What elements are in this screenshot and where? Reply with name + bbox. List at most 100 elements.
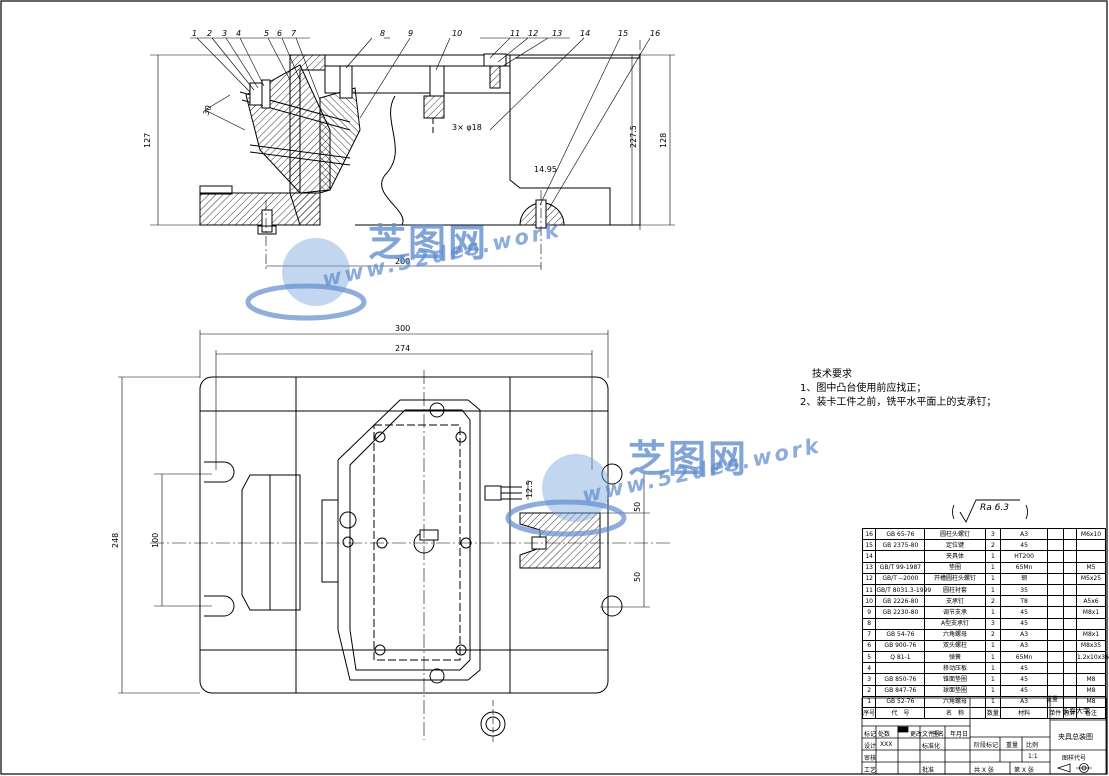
tb-design-name: XXX xyxy=(880,741,893,748)
dim-227-5: 227.5 xyxy=(629,125,638,148)
bom-cell-note: M8 xyxy=(1075,684,1107,697)
tb-review: 审核 xyxy=(864,755,877,762)
bom-cell-name: 锥面垫圈 xyxy=(924,673,986,686)
bom-cell-code: GB 847-76 xyxy=(875,684,926,697)
tb-process: 工艺 xyxy=(864,767,877,774)
bom-cell-total xyxy=(1062,662,1077,675)
bom-cell-total xyxy=(1062,595,1077,608)
part-no-12: 12 xyxy=(528,29,538,38)
bom-cell-code: GB/T 99-1987 xyxy=(875,561,926,574)
bom-cell-name: 球面垫圈 xyxy=(924,684,986,697)
tech-line-2: 2、装卡工件之前，铣平水平面上的支承钉； xyxy=(800,397,997,408)
bom-header-no: 序号 xyxy=(861,706,877,720)
bom-cell-name: 双头螺柱 xyxy=(924,639,986,653)
part-no-3: 3 xyxy=(222,29,227,38)
part-no-9: 9 xyxy=(408,29,413,38)
bom-cell-name: 开槽圆柱头螺钉 xyxy=(924,572,986,585)
bom-cell-qty: 2 xyxy=(984,595,1002,608)
bom-cell-unit xyxy=(1047,673,1064,686)
bom-header-weight: 重量 xyxy=(1046,696,1059,703)
bom-cell-unit xyxy=(1047,539,1064,552)
bom-cell-no: 12 xyxy=(861,572,877,585)
bom-cell-code: GB 850-76 xyxy=(875,673,926,686)
bom-cell-note: M8 xyxy=(1075,673,1107,686)
bom-cell-unit xyxy=(1047,583,1064,597)
bom-cell-unit xyxy=(1047,595,1064,608)
part-number-labels: 1 2 3 4 5 6 7 8 9 10 11 12 13 14 15 16 xyxy=(192,29,660,38)
tb-doc-no: 更改文件号 xyxy=(910,731,941,738)
front-dimensions xyxy=(150,54,675,267)
bom-header-total: 总计 xyxy=(1062,706,1077,720)
bom-cell-total xyxy=(1062,606,1077,619)
bom-cell-name: 垫圈 xyxy=(924,561,986,574)
tb-sheet-no: 第 X 张 xyxy=(1014,767,1034,774)
tb-mark: 标记 xyxy=(864,731,877,738)
bom-cell-code: GB/T --2000 xyxy=(875,572,926,585)
tech-title: 技术要求 xyxy=(812,369,852,380)
bom-cell-mat: 45 xyxy=(1000,662,1048,675)
bom-cell-name: 弹簧 xyxy=(924,651,986,664)
bom-cell-mat: A3 xyxy=(1000,527,1048,541)
bom-cell-unit xyxy=(1047,527,1064,541)
dim-248: 248 xyxy=(111,533,120,548)
part-no-5: 5 xyxy=(264,29,269,38)
bom-cell-unit xyxy=(1047,617,1064,630)
dim-128: 128 xyxy=(659,133,668,148)
bom-cell-qty: 2 xyxy=(984,539,1002,552)
projection-symbol-icon xyxy=(1056,763,1092,773)
part-no-2: 2 xyxy=(207,29,212,38)
front-section-view xyxy=(150,37,675,270)
bom-cell-note: M8x1 xyxy=(1075,606,1107,619)
bom-header-name: 名 称 xyxy=(924,706,986,720)
tb-stage: 阶段标记 xyxy=(974,742,999,749)
bom-cell-unit xyxy=(1047,662,1064,675)
dim-tiny: 12.5 xyxy=(525,480,534,498)
tb-sign: 签名 xyxy=(932,731,945,738)
bom-cell-mat: A3 xyxy=(1000,639,1048,653)
bom-cell-note xyxy=(1075,539,1107,552)
bom-cell-no: 13 xyxy=(861,561,877,574)
bom-cell-code: GB 900-76 xyxy=(875,639,926,653)
dim-30: 30 xyxy=(201,104,213,117)
bom-cell-code: GB 2226-80 xyxy=(875,595,926,608)
bom-cell-note xyxy=(1075,617,1107,630)
tb-scale-value: 1:1 xyxy=(1028,753,1038,760)
bom-cell-mat: 45 xyxy=(1000,617,1048,630)
bom-cell-no: 14 xyxy=(861,550,877,563)
bom-cell-total xyxy=(1062,572,1077,585)
bom-cell-qty: 1 xyxy=(984,639,1002,653)
bom-cell-mat: T8 xyxy=(1000,595,1048,608)
bom-cell-no: 2 xyxy=(861,684,877,697)
bom-header-mat: 材料 xyxy=(1000,706,1048,720)
bom-cell-no: 16 xyxy=(861,527,877,541)
bom-cell-qty: 1 xyxy=(984,651,1002,664)
bom-cell-mat: 65Mn xyxy=(1000,561,1048,574)
bom-cell-qty: 1 xyxy=(984,572,1002,585)
bom-cell-qty: 1 xyxy=(984,550,1002,563)
bom-cell-no: 4 xyxy=(861,662,877,675)
dim-small: 14.95 xyxy=(534,165,557,174)
dim-200: 200 xyxy=(395,257,410,266)
bom-cell-unit xyxy=(1047,550,1064,563)
bom-cell-note: M8x1 xyxy=(1075,628,1107,641)
dim-274: 274 xyxy=(395,344,410,353)
bom-cell-name: 移动压板 xyxy=(924,662,986,675)
tb-scale: 比例 xyxy=(1026,742,1039,749)
bom-cell-total xyxy=(1062,684,1077,697)
bom-cell-note xyxy=(1075,583,1107,597)
bom-cell-qty: 1 xyxy=(984,673,1002,686)
bom-cell-total xyxy=(1062,639,1077,653)
bom-cell-code xyxy=(875,550,926,563)
bom-cell-total xyxy=(1062,539,1077,552)
tech-line-1: 1、图中凸台使用前应找正； xyxy=(800,383,927,394)
bom-cell-qty: 1 xyxy=(984,606,1002,619)
bom-cell-unit xyxy=(1047,572,1064,585)
bom-cell-no: 9 xyxy=(861,606,877,619)
dim-50-lower: 50 xyxy=(633,572,642,582)
